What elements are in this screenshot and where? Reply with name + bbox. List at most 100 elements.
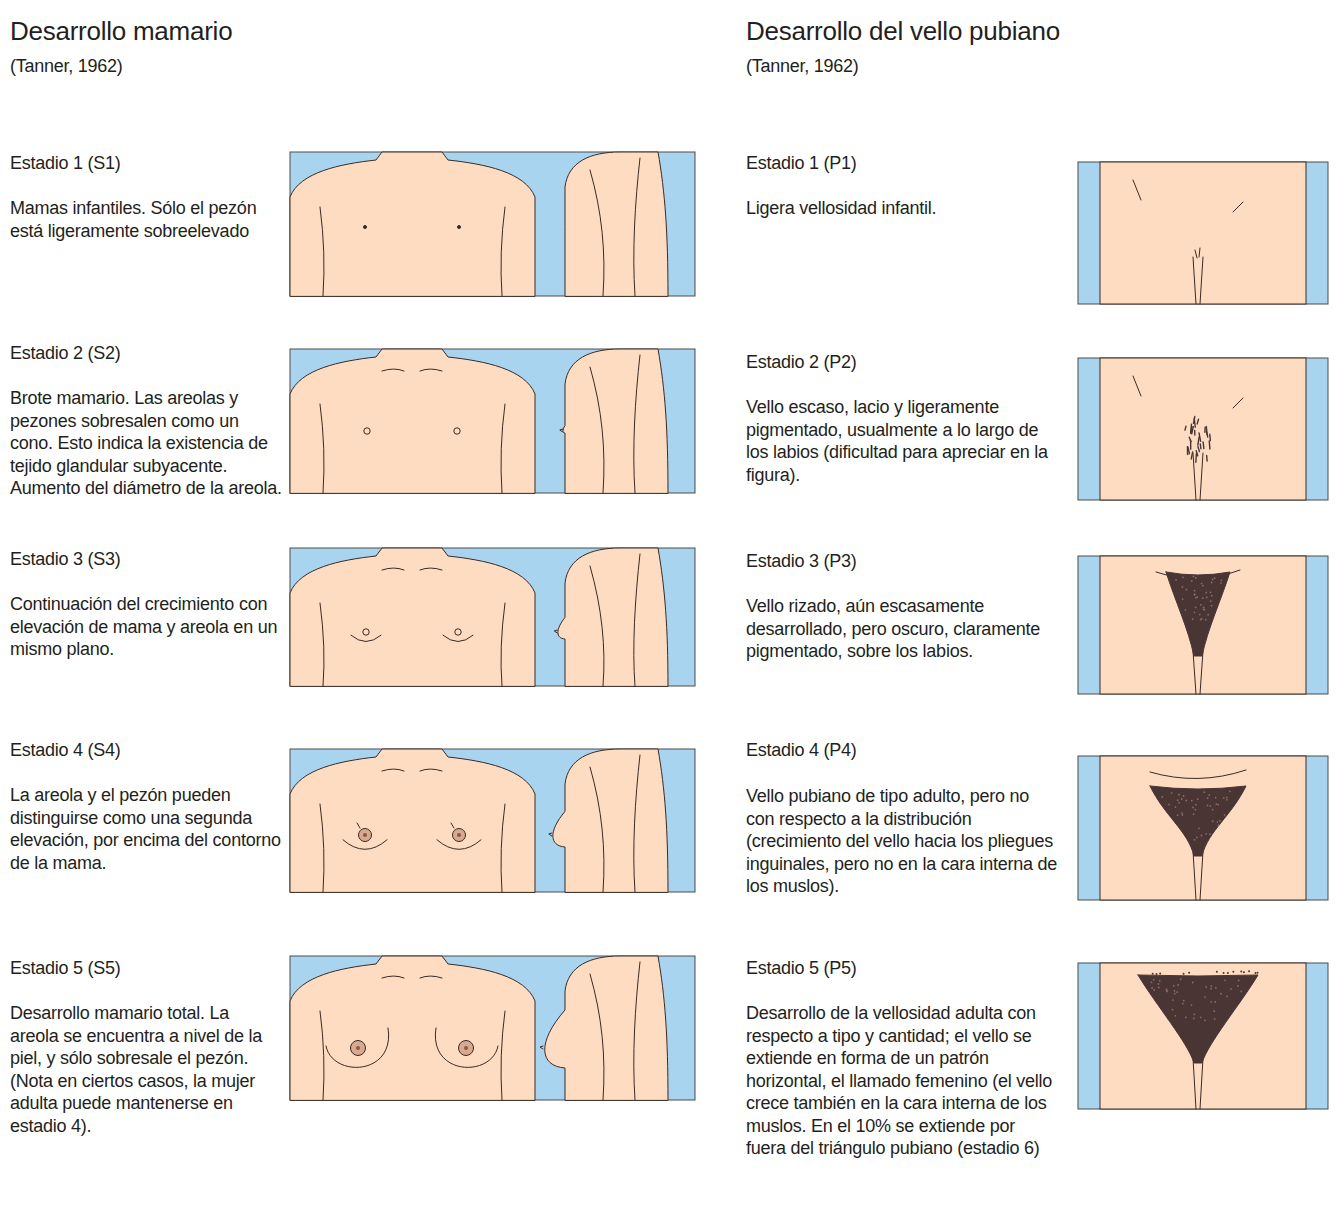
breast-stage-figure — [290, 548, 695, 686]
nipple-profile — [560, 429, 563, 432]
hair-strokes — [1204, 427, 1206, 432]
hair-texture — [1257, 972, 1259, 974]
hair-texture — [1213, 1010, 1215, 1012]
hair-texture — [1203, 606, 1205, 608]
hair-texture — [1217, 821, 1219, 823]
stage-title: Estadio 2 (S2) — [10, 342, 282, 365]
hair-texture — [1199, 614, 1201, 616]
panel-background — [290, 956, 695, 1100]
hair-strokes — [1197, 419, 1198, 424]
stage-title: Estadio 4 (P4) — [746, 739, 1058, 762]
arm-line — [320, 404, 324, 493]
torso-side — [545, 956, 668, 1100]
hair-texture — [1215, 987, 1217, 989]
hair-texture — [1198, 827, 1200, 829]
areola — [359, 829, 372, 842]
hair-texture — [1181, 812, 1183, 814]
leg-line — [1193, 453, 1196, 500]
hair-strokes — [1185, 426, 1186, 430]
hair-texture — [1207, 804, 1209, 806]
skin-line — [357, 823, 360, 828]
hair-texture — [1174, 993, 1176, 995]
hair-texture — [1201, 618, 1203, 620]
hair-texture — [1205, 986, 1207, 988]
nipple-profile — [549, 833, 552, 836]
leg-line — [1200, 257, 1203, 304]
stage-title: Estadio 2 (P2) — [746, 351, 1058, 374]
hair-texture — [1204, 1019, 1206, 1021]
hair-texture — [1161, 796, 1163, 798]
hair-texture — [1183, 1000, 1185, 1002]
stage-description: Vello escaso, lacio y ligeramente pigmen… — [746, 396, 1058, 486]
hair-texture — [1214, 1018, 1216, 1020]
hair-texture — [1229, 790, 1231, 792]
hair-texture — [1248, 970, 1250, 972]
hair-texture — [1176, 991, 1178, 993]
hair-texture — [1151, 981, 1153, 983]
hair-texture — [1192, 618, 1194, 620]
hair-texture — [1178, 794, 1180, 796]
panel-background — [1078, 556, 1328, 694]
torso-front — [290, 548, 535, 686]
panel-background — [290, 548, 695, 686]
hair-texture — [1205, 619, 1207, 621]
arm-line — [501, 207, 505, 296]
arm-line — [590, 170, 604, 296]
clavicle-line — [420, 568, 442, 570]
hair-texture — [1223, 972, 1225, 974]
hair-texture — [1151, 987, 1153, 989]
hair-texture — [1174, 990, 1176, 992]
hair-texture — [1243, 971, 1245, 973]
hair-texture — [1178, 802, 1180, 804]
hair-texture — [1216, 803, 1218, 805]
hair-texture — [1159, 980, 1161, 982]
hair-texture — [1217, 804, 1219, 806]
arm-line — [634, 554, 640, 686]
pubic-stage-figure — [1078, 358, 1328, 500]
pubic-hair — [1138, 975, 1258, 1063]
hair-texture — [1218, 824, 1220, 826]
arm-line — [501, 404, 505, 493]
leg-line — [1200, 651, 1203, 694]
hair-texture — [1220, 582, 1222, 584]
arm-line — [634, 158, 640, 296]
hair-texture — [1201, 583, 1203, 585]
breast-stage-figure — [290, 349, 695, 493]
hair-texture — [1202, 585, 1204, 587]
arm-line — [634, 962, 640, 1100]
column-heading: Desarrollo mamario — [10, 16, 410, 46]
areola — [454, 428, 460, 434]
hair-texture — [1194, 839, 1196, 841]
stage-description: La areola y el pezón pueden distinguirse… — [10, 784, 282, 874]
hair-texture — [1155, 973, 1157, 975]
clavicle-line — [382, 769, 404, 771]
torso-front — [290, 152, 535, 296]
hair-texture — [1159, 972, 1161, 974]
leg-line — [1200, 453, 1203, 500]
hair-texture — [1240, 970, 1242, 972]
stage-description: Vello rizado, aún escasamente desarrolla… — [746, 595, 1058, 663]
hair-texture — [1204, 996, 1206, 998]
hair-texture — [1197, 798, 1199, 800]
hair-texture — [1192, 807, 1194, 809]
hair-texture — [1194, 594, 1196, 596]
hair-texture — [1232, 971, 1234, 973]
pubic-stage-figure — [1078, 963, 1328, 1109]
hair-texture — [1226, 995, 1228, 997]
hair-texture — [1182, 576, 1184, 578]
hair-texture — [1188, 972, 1190, 974]
leg-line — [1200, 851, 1203, 900]
hair-texture — [1191, 800, 1193, 802]
panel-background — [290, 152, 695, 296]
pubic-stage-figure — [1078, 556, 1328, 694]
hair-texture — [1210, 592, 1212, 594]
nipple — [457, 833, 461, 837]
skin-area — [1100, 556, 1306, 694]
hair-texture — [1191, 1004, 1193, 1006]
hair-texture — [1175, 579, 1177, 581]
breast-stage-figure — [290, 749, 695, 892]
hair-texture — [1240, 991, 1242, 993]
clavicle-line — [420, 769, 442, 771]
hair-strokes — [1206, 455, 1208, 461]
